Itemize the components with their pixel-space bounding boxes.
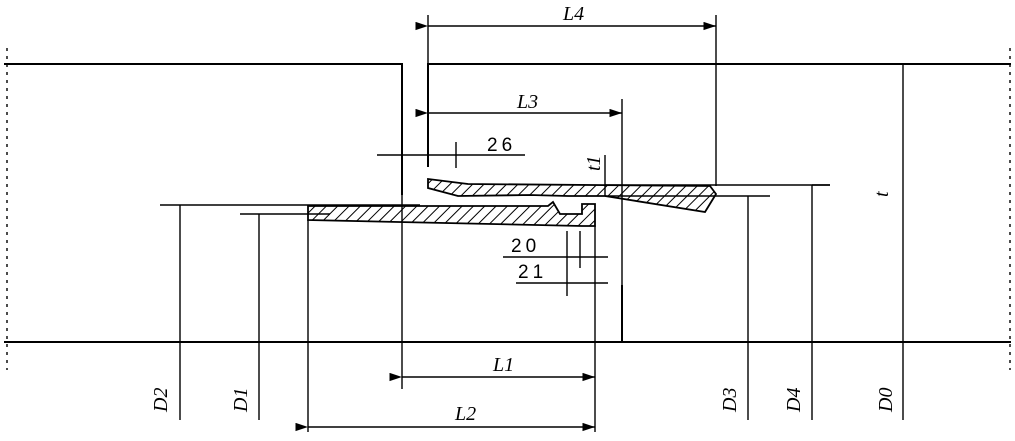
label-l1: L1: [492, 354, 514, 376]
label-d2: D2: [150, 388, 172, 413]
dimension-l1: L1: [389, 354, 595, 382]
callout-26-text: 26: [487, 135, 516, 156]
callout-20-text: 20: [511, 236, 540, 257]
callout-21: 21: [516, 262, 608, 296]
label-t: t: [871, 191, 893, 197]
dimension-d3: D3: [719, 196, 749, 420]
dimension-l2: L2: [295, 403, 595, 432]
label-d1: D1: [230, 388, 252, 413]
reference-lines: [160, 184, 830, 215]
dimension-d0: D0: [875, 388, 897, 413]
label-l3: L3: [516, 91, 538, 113]
callout-20: 20: [503, 231, 608, 268]
dimension-d1: D1: [230, 214, 260, 420]
right-pipe: [427, 63, 1011, 343]
callout-26: 26: [377, 135, 525, 168]
spigot-hatched-section: [307, 200, 596, 227]
label-d3: D3: [719, 388, 741, 413]
dimension-t1: t1: [583, 155, 606, 196]
left-pipe: [4, 63, 623, 343]
break-lines: [6, 48, 1011, 370]
label-l4: L4: [562, 3, 584, 25]
label-l2: L2: [454, 403, 476, 425]
label-d4: D4: [783, 388, 805, 413]
dimension-d4: D4: [783, 185, 813, 420]
dimension-l4: L4: [415, 3, 716, 31]
vertical-lines: [307, 15, 904, 432]
dimension-l3: L3: [415, 91, 622, 118]
dimension-d2: D2: [150, 205, 181, 420]
label-t1: t1: [583, 155, 605, 171]
callout-21-text: 21: [518, 262, 547, 283]
label-d0: D0: [875, 388, 897, 413]
